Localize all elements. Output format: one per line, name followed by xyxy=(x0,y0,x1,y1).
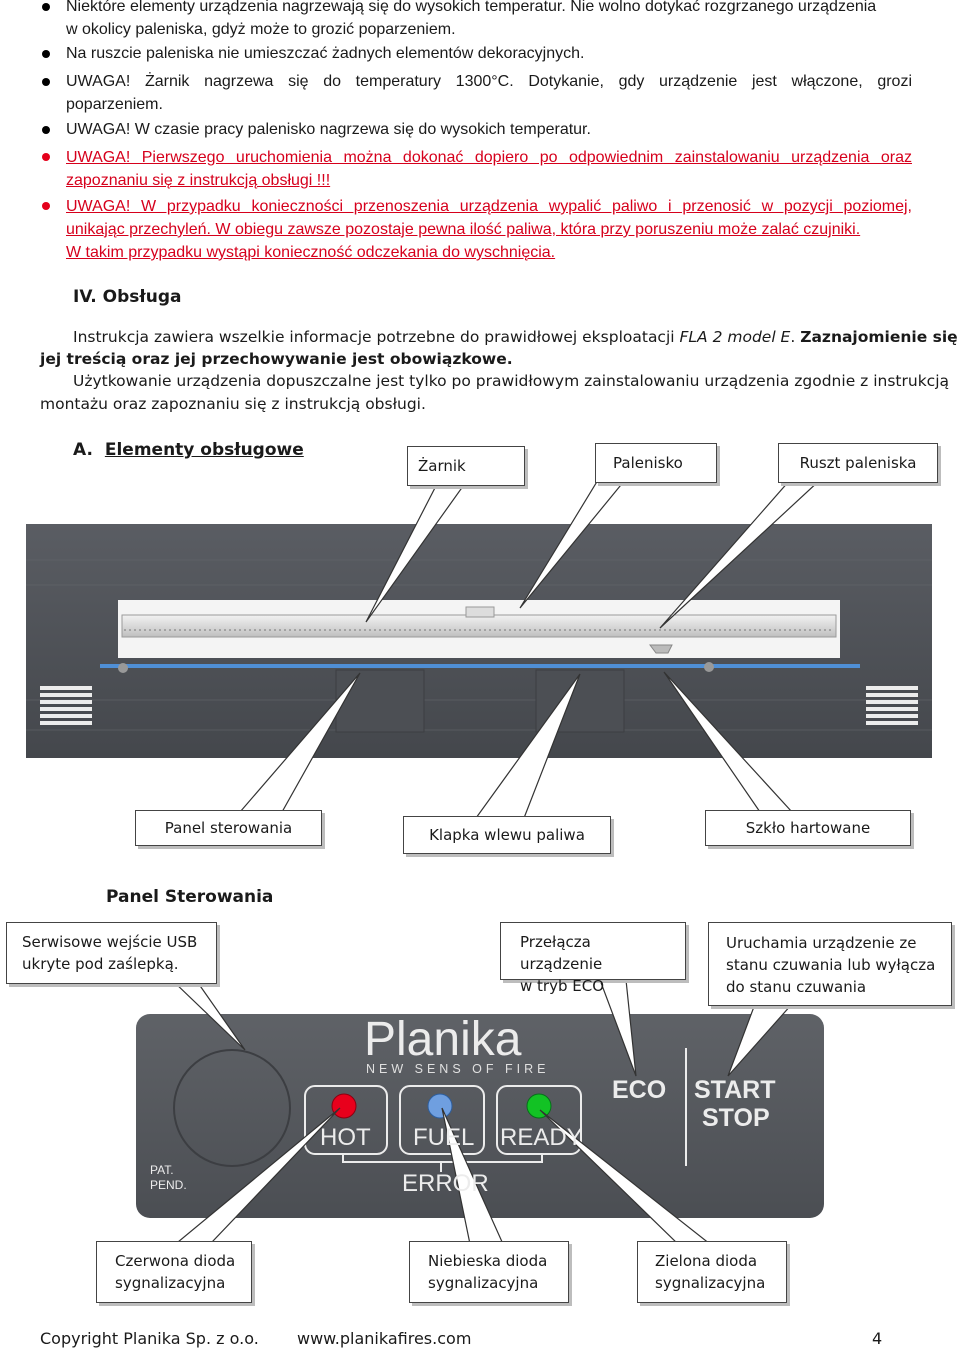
callout-line: ukryte pod zaślepką. xyxy=(22,955,179,973)
warning-2: Na ruszcie paleniska nie umieszczać żadn… xyxy=(66,45,585,62)
ready-label: READY xyxy=(500,1124,583,1151)
ready-frame xyxy=(496,1085,582,1155)
control-panel-body xyxy=(136,1014,824,1218)
fuel-rail xyxy=(121,614,837,638)
callout-red-led: Czerwona dioda sygnalizacyjna xyxy=(96,1241,252,1303)
footer-copyright: Copyright Planika Sp. z o.o. xyxy=(40,1329,259,1348)
control-panel-flap xyxy=(335,669,425,733)
warning-3-line-1: UWAGA! Żarnik nagrzewa się do temperatur… xyxy=(66,73,912,90)
callout-line: sygnalizacyjna xyxy=(428,1274,539,1292)
pend-label: PEND. xyxy=(150,1178,187,1192)
warning-5-line-1: UWAGA! Pierwszego uruchomienia można dok… xyxy=(66,149,912,166)
callout-line: w tryb ECO xyxy=(520,977,605,995)
warning-6-line-1: UWAGA! W przypadku konieczności przenosz… xyxy=(66,198,912,215)
callout-line: Serwisowe wejście USB xyxy=(22,933,198,951)
callout-line: sygnalizacyjna xyxy=(115,1274,226,1292)
subsection-letter: A. xyxy=(73,440,93,460)
callout-line: Przełącza urządzenie xyxy=(520,933,603,973)
callout-control-panel: Panel sterowania xyxy=(135,810,322,846)
callout-line: Niebieska dioda xyxy=(428,1252,548,1270)
bullet-icon xyxy=(42,202,50,210)
callout-line: do stanu czuwania xyxy=(726,978,867,996)
blue-led-icon xyxy=(427,1093,453,1119)
warning-1-line-1: Niektóre elementy urządzenia nagrzewają … xyxy=(66,0,877,15)
callout-line: Czerwona dioda xyxy=(115,1252,236,1270)
section-heading: IV. Obsługa xyxy=(73,287,181,307)
warning-5-line-2: zapoznaniu się z instrukcją obsługi !!! xyxy=(66,172,331,189)
warning-1-line-2: w okolicy paleniska, gdyż może to grozić… xyxy=(66,21,456,38)
bullet-icon xyxy=(42,78,50,86)
right-vent xyxy=(866,686,918,725)
callout-grate: Ruszt paleniska xyxy=(778,443,938,483)
subsection-heading: A. Elementy obsługowe xyxy=(73,440,304,460)
eco-button[interactable]: ECO xyxy=(612,1076,667,1104)
bullet-icon xyxy=(42,50,50,58)
footer-website[interactable]: www.planikafires.com xyxy=(297,1329,472,1348)
panel-heading: Panel Sterowania xyxy=(106,887,274,907)
callout-fuel-flap: Klapka wlewu paliwa xyxy=(403,816,611,854)
start-label[interactable]: START xyxy=(694,1076,776,1104)
bullet-icon xyxy=(42,3,50,11)
stop-label[interactable]: STOP xyxy=(702,1104,770,1132)
callout-usb: Serwisowe wejście USB ukryte pod zaślepk… xyxy=(6,922,217,984)
left-vent xyxy=(40,686,92,725)
hot-label: HOT xyxy=(320,1124,371,1151)
intro-paragraph-2-line-1: Użytkowanie urządzenia dopuszczalne jest… xyxy=(73,372,949,390)
bullet-icon xyxy=(42,153,50,161)
brand-logo: Planika xyxy=(364,1013,522,1066)
callout-green-led: Zielona dioda sygnalizacyjna xyxy=(637,1241,787,1303)
warning-4: UWAGA! W czasie pracy palenisko nagrzewa… xyxy=(66,121,591,138)
callout-eco: Przełącza urządzenie w tryb ECO xyxy=(500,922,686,995)
intro-paragraph-2-line-2: montażu oraz zapoznaniu się z instrukcją… xyxy=(40,395,426,413)
fireplace-illustration xyxy=(26,479,932,819)
callout-tail xyxy=(599,979,637,1077)
callout-startstop: Uruchamia urządzenie ze stanu czuwania l… xyxy=(708,922,952,1006)
green-led-icon xyxy=(526,1093,552,1119)
intro-paragraph-1-line-2: jej treścią oraz jej przechowywanie jest… xyxy=(40,350,513,368)
intro-bold: Zaznajomienie się z xyxy=(800,328,960,346)
bullet-icon xyxy=(42,126,50,134)
section-number: IV. xyxy=(73,287,97,307)
warning-6-line-3: W takim przypadku wystąpi konieczność od… xyxy=(66,244,556,261)
section-title: Obsługa xyxy=(102,287,182,307)
callout-line: Zielona dioda xyxy=(655,1252,758,1270)
callout-glass: Szkło hartowane xyxy=(705,810,911,846)
control-panel-illustration xyxy=(136,979,824,1245)
callout-line: stanu czuwania lub wyłącza xyxy=(726,956,936,974)
usb-cover xyxy=(173,1049,291,1167)
callout-igniter: Żarnik xyxy=(407,446,525,486)
brand-tagline: NEW SENS OF FIRE xyxy=(366,1062,550,1076)
intro-paragraph-1-line-1: Instrukcja zawiera wszelkie informacje p… xyxy=(73,326,960,348)
subsection-title: Elementy obsługowe xyxy=(104,440,304,460)
intro-text-sep: . xyxy=(790,328,801,346)
fuel-label: FUEL xyxy=(413,1124,475,1151)
model-name: FLA 2 model E xyxy=(679,328,791,346)
callout-firebox: Palenisko xyxy=(595,443,717,483)
warning-6-line-2: unikając przechyleń. W obiegu zawsze poz… xyxy=(66,221,861,238)
error-bracket xyxy=(342,1154,543,1163)
callout-blue-led: Niebieska dioda sygnalizacyjna xyxy=(409,1241,569,1303)
pat-label: PAT. xyxy=(150,1163,174,1177)
fuel-frame xyxy=(399,1085,485,1155)
error-label: ERROR xyxy=(402,1170,489,1197)
warning-3-line-2: poparzeniem. xyxy=(66,96,163,113)
callout-line: Uruchamia urządzenie ze xyxy=(726,934,917,952)
intro-text: Instrukcja zawiera wszelkie informacje p… xyxy=(73,328,680,346)
page-number: 4 xyxy=(872,1329,883,1348)
hot-frame xyxy=(304,1085,388,1155)
red-led-icon xyxy=(331,1093,357,1119)
callout-line: sygnalizacyjna xyxy=(655,1274,766,1292)
